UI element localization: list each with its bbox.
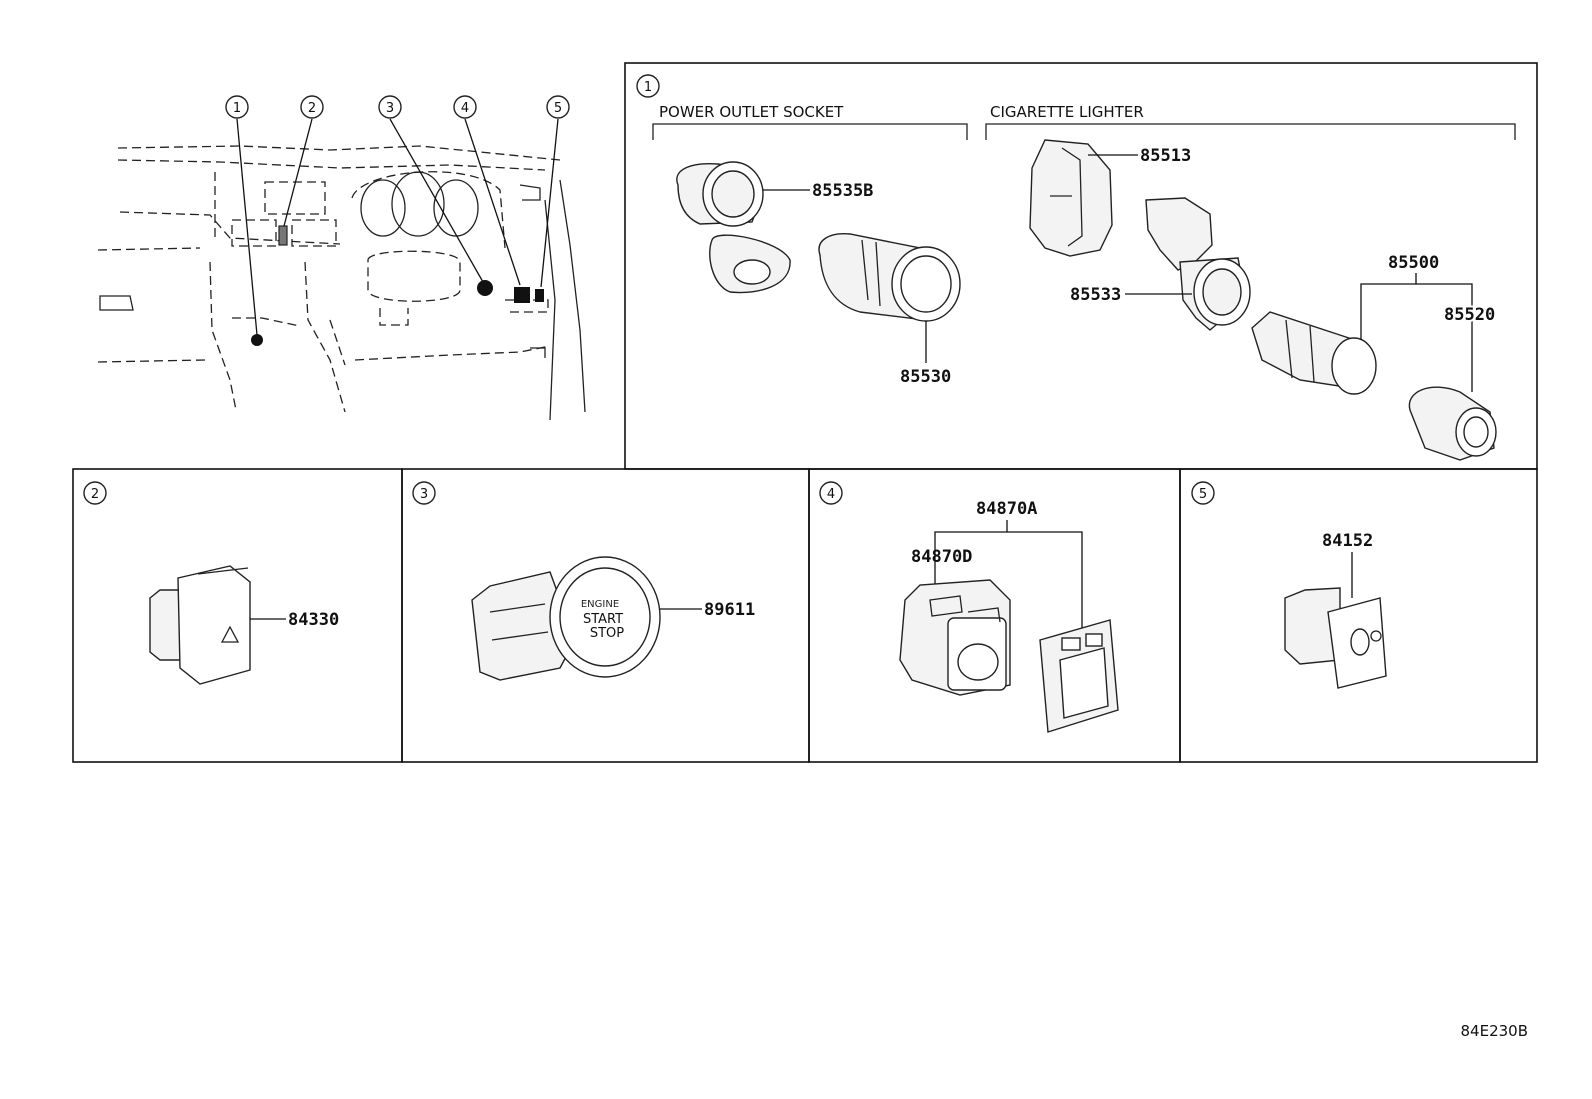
panel-1-number: 1 [636,74,660,98]
panel-3-number: 3 [412,481,436,505]
svg-text:4: 4 [461,101,469,116]
lighter-85500-drawing [1251,311,1377,395]
button-text-stop: STOP [590,626,624,641]
ring-85533-drawing [1145,197,1251,331]
part-85530: 85530 [900,367,951,387]
callout-3: 3 [378,95,402,119]
svg-text:4: 4 [827,487,835,502]
svg-text:1: 1 [233,101,241,116]
hazard-triangle-icon [220,625,240,643]
button-text-start: START [583,612,623,627]
mirror-switch-bezel-drawing [1039,619,1119,733]
svg-text:5: 5 [554,101,562,116]
part-85535B: 85535B [812,181,873,201]
switch-84152-drawing [1284,587,1387,689]
bracket-cigarette-lighter [985,123,1516,140]
callout-5: 5 [546,95,570,119]
socket-85535B-drawing [676,161,791,294]
bracket-power-outlet [652,123,968,140]
part-84870A: 84870A [976,499,1037,519]
mirror-switch-drawing [899,579,1011,696]
lighter-knob-85520-drawing [1408,386,1497,461]
svg-text:5: 5 [1199,487,1207,502]
socket-85530-drawing [818,233,961,322]
panel-5-number: 5 [1191,481,1215,505]
svg-text:3: 3 [386,101,394,116]
part-85500: 85500 [1388,253,1439,273]
part-89611: 89611 [704,600,755,620]
diagram-code: 84E230B [1461,1022,1529,1040]
group-label-cigarette-lighter: CIGARETTE LIGHTER [990,103,1144,121]
part-85513: 85513 [1140,146,1191,166]
panel-4-number: 4 [819,481,843,505]
svg-text:2: 2 [308,101,316,116]
callout-2: 2 [300,95,324,119]
svg-text:2: 2 [91,487,99,502]
part-84870D: 84870D [911,547,972,567]
callout-4: 4 [453,95,477,119]
panel-2-number: 2 [83,481,107,505]
hazard-switch-drawing [149,565,251,685]
svg-text:1: 1 [644,80,652,95]
button-text-engine: ENGINE [581,599,619,610]
start-stop-button-drawing: ENGINE START STOP [471,556,661,681]
group-label-power-outlet: POWER OUTLET SOCKET [659,103,844,121]
dashboard-overview [97,118,586,421]
svg-text:3: 3 [420,487,428,502]
callout-1: 1 [225,95,249,119]
part-85520: 85520 [1444,305,1495,325]
bracket-85513-drawing [1029,139,1113,257]
part-84152: 84152 [1322,531,1373,551]
panel-5-frame [1179,468,1538,763]
part-84330: 84330 [288,610,339,630]
part-85533: 85533 [1070,285,1121,305]
